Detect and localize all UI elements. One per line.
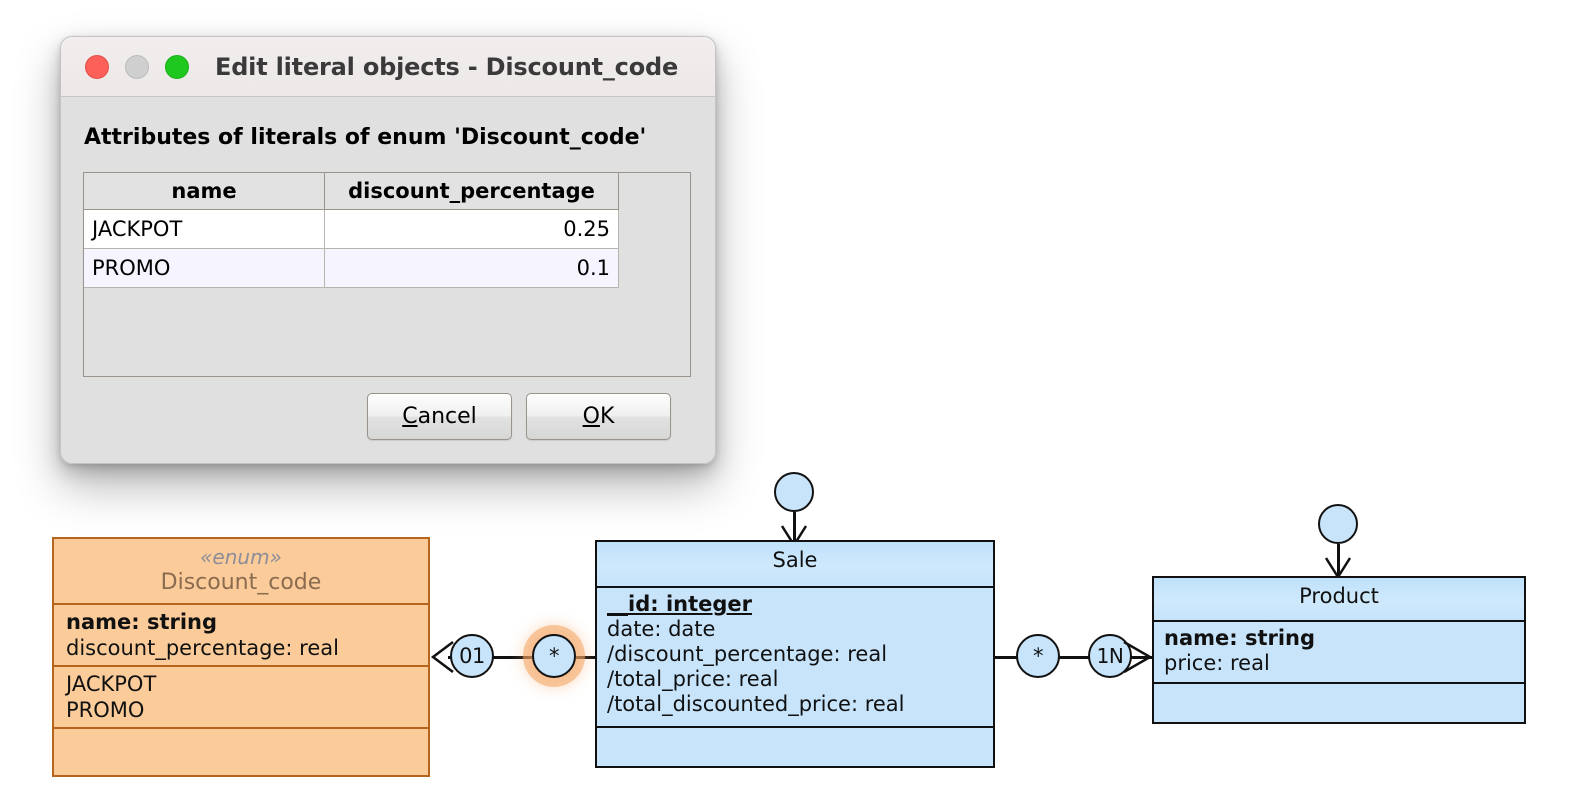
product-name-label: Product	[1299, 584, 1379, 608]
close-icon[interactable]	[85, 54, 109, 79]
table-header-row: name discount_percentage	[84, 173, 619, 210]
ok-button[interactable]: OK	[526, 393, 671, 440]
sale-instance-link-line	[793, 512, 796, 546]
cell-name[interactable]: PROMO	[84, 248, 325, 288]
sale-operations-compartment	[597, 728, 993, 766]
enum-literal-row: JACKPOT	[66, 672, 157, 696]
assoc-line-sale-product-left	[995, 656, 1017, 659]
product-title-compartment: Product	[1154, 578, 1524, 622]
sale-attribute-row: date: date	[607, 617, 716, 641]
assoc-line-enum-sale-mid	[492, 656, 532, 659]
cancel-button[interactable]: Cancel	[367, 393, 512, 440]
sale-attribute-row: __id: integer	[607, 592, 983, 617]
minimize-icon[interactable]	[125, 54, 149, 79]
product-instance-link-line	[1337, 544, 1340, 578]
literals-table-container[interactable]: name discount_percentage JACKPOT 0.25 PR…	[83, 172, 691, 377]
uml-class-discount-code[interactable]: «enum» Discount_code name: string discou…	[52, 537, 430, 777]
product-attribute-row: price: real	[1164, 651, 1270, 675]
table-row[interactable]: PROMO 0.1	[84, 248, 619, 288]
assoc-line-enum-sale-right	[576, 656, 598, 659]
enum-title-compartment: «enum» Discount_code	[54, 539, 428, 605]
enum-operations-compartment	[54, 729, 428, 767]
uml-class-product[interactable]: Product name: string price: real	[1152, 576, 1526, 724]
sale-attribute-row: /total_price: real	[607, 667, 779, 691]
dialog-titlebar[interactable]: Edit literal objects - Discount_code	[61, 37, 715, 97]
assoc-arrowhead-to-enum	[430, 641, 454, 673]
enum-attribute-row: discount_percentage: real	[66, 636, 339, 660]
assoc-arrowhead-to-product	[1123, 640, 1153, 674]
product-instance-arrowhead	[1324, 557, 1352, 580]
enum-name-label: Discount_code	[160, 570, 322, 595]
dialog-button-row: Cancel OK	[83, 377, 693, 440]
sale-attributes-compartment: __id: integer date: date /discount_perce…	[597, 588, 993, 728]
edit-literal-objects-dialog[interactable]: Edit literal objects - Discount_code Att…	[60, 36, 716, 464]
product-attribute-row: name: string	[1164, 626, 1316, 650]
window-controls[interactable]	[85, 54, 189, 79]
maximize-icon[interactable]	[165, 54, 189, 79]
table-row[interactable]: JACKPOT 0.25	[84, 209, 619, 249]
cell-name[interactable]: JACKPOT	[84, 209, 325, 249]
multiplicity-star-sale-side[interactable]: *	[532, 634, 576, 678]
uml-class-sale[interactable]: Sale __id: integer date: date /discount_…	[595, 540, 995, 768]
product-instance-ball[interactable]	[1318, 504, 1358, 544]
multiplicity-01-label: 01	[459, 644, 485, 668]
sale-attribute-row: /discount_percentage: real	[607, 642, 888, 666]
multiplicity-star2-label: *	[1033, 644, 1044, 668]
cell-discount-percentage[interactable]: 0.25	[324, 209, 619, 249]
sale-name-label: Sale	[772, 548, 818, 572]
multiplicity-star-label: *	[549, 644, 560, 668]
sale-title-compartment: Sale	[597, 542, 993, 588]
dialog-body: Attributes of literals of enum 'Discount…	[61, 97, 715, 440]
enum-stereotype-label: «enum»	[200, 545, 282, 569]
enum-literal-row: PROMO	[66, 698, 145, 722]
enum-literals-compartment: JACKPOT PROMO	[54, 667, 428, 729]
assoc-line-sale-product-right	[1130, 656, 1154, 659]
cell-discount-percentage[interactable]: 0.1	[324, 248, 619, 288]
enum-attributes-compartment: name: string discount_percentage: real	[54, 605, 428, 667]
dialog-title: Edit literal objects - Discount_code	[215, 52, 679, 81]
ok-button-label: OK	[582, 404, 615, 429]
multiplicity-star-product-assoc[interactable]: *	[1016, 634, 1060, 678]
column-header-discount-percentage[interactable]: discount_percentage	[324, 173, 619, 210]
multiplicity-01-enum-side[interactable]: 01	[450, 634, 494, 678]
column-header-name[interactable]: name	[84, 173, 325, 210]
literals-table[interactable]: name discount_percentage JACKPOT 0.25 PR…	[84, 173, 619, 288]
cancel-button-label: Cancel	[402, 404, 477, 429]
sale-instance-ball[interactable]	[774, 472, 814, 512]
product-attributes-compartment: name: string price: real	[1154, 622, 1524, 684]
sale-attribute-row: /total_discounted_price: real	[607, 692, 905, 716]
dialog-heading: Attributes of literals of enum 'Discount…	[84, 125, 647, 150]
assoc-line-sale-product-mid	[1058, 656, 1090, 659]
sale-pk-label: __id: integer	[607, 592, 753, 616]
multiplicity-1n-label: 1N	[1096, 644, 1124, 668]
enum-attribute-row: name: string	[66, 610, 218, 634]
product-operations-compartment	[1154, 684, 1524, 722]
